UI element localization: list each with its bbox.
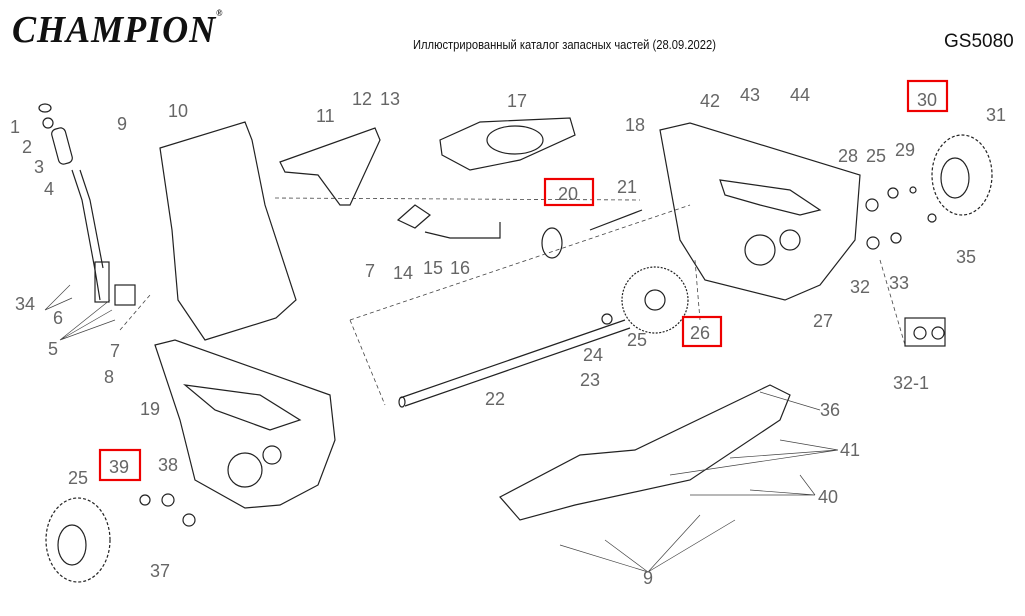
part-label-13: 13 xyxy=(380,89,400,109)
part-label-19: 19 xyxy=(140,399,160,419)
part-label-15: 15 xyxy=(423,258,443,278)
part-label-24: 24 xyxy=(583,345,603,365)
part-label-9b: 9 xyxy=(643,568,653,588)
part-label-16: 16 xyxy=(450,258,470,278)
part-label-28: 28 xyxy=(838,146,858,166)
part-label-25c: 25 xyxy=(68,468,88,488)
panel-27 xyxy=(659,122,861,301)
part-label-2: 2 xyxy=(22,137,32,157)
part-label-25: 25 xyxy=(866,146,886,166)
registered-mark: ® xyxy=(216,8,224,18)
pulley-20 xyxy=(541,227,563,259)
part-label-1: 1 xyxy=(10,117,20,137)
part-label-9: 9 xyxy=(117,114,127,134)
part-label-6: 6 xyxy=(53,308,63,328)
part-label-31: 31 xyxy=(986,105,1006,125)
part-label-34: 34 xyxy=(15,294,35,314)
part-label-25b: 25 xyxy=(627,330,647,350)
part-label-4: 4 xyxy=(44,179,54,199)
wheel-left xyxy=(45,497,111,583)
bracket-11 xyxy=(279,127,381,206)
part-label-20: 20 xyxy=(558,184,578,204)
highlight-box-30 xyxy=(906,79,949,113)
part-label-35: 35 xyxy=(956,247,976,267)
part-label-23: 23 xyxy=(580,370,600,390)
shaft-22 xyxy=(399,319,631,407)
part-label-40: 40 xyxy=(818,487,838,507)
part-label-43: 43 xyxy=(740,85,760,105)
part-label-38: 38 xyxy=(158,455,178,475)
part-label-32-1: 32-1 xyxy=(893,373,929,393)
part-label-18: 18 xyxy=(625,115,645,135)
part-label-10: 10 xyxy=(168,101,188,121)
part-label-36: 36 xyxy=(820,400,840,420)
part-label-22: 22 xyxy=(485,389,505,409)
wheel-30 xyxy=(931,134,993,216)
part-label-12: 12 xyxy=(352,89,372,109)
part-label-33: 33 xyxy=(889,273,909,293)
part-label-14: 14 xyxy=(393,263,413,283)
shift-lever xyxy=(38,103,136,306)
panel-19 xyxy=(154,339,336,509)
part-label-7: 7 xyxy=(110,341,120,361)
brand-name: CHAMPION xyxy=(12,9,217,51)
part-label-29: 29 xyxy=(895,140,915,160)
part-label-8: 8 xyxy=(104,367,114,387)
highlight-box-20 xyxy=(543,177,595,207)
bottom-plate-36 xyxy=(499,384,791,521)
part-label-21: 21 xyxy=(617,177,637,197)
part-label-26: 26 xyxy=(690,323,710,343)
plate-17 xyxy=(439,117,576,171)
catalog-subtitle: Иллюстрированный каталог запасных частей… xyxy=(413,37,716,52)
gear-26 xyxy=(621,266,689,334)
part-label-30: 30 xyxy=(917,90,937,110)
champion-logo: CHAMPION® xyxy=(12,8,224,52)
part-label-42: 42 xyxy=(700,91,720,111)
highlight-box-26 xyxy=(681,315,723,348)
model-number: GS5080 xyxy=(944,31,1014,52)
part-label-32: 32 xyxy=(850,277,870,297)
highlight-box-39 xyxy=(98,448,142,482)
part-label-11: 11 xyxy=(316,106,335,126)
part-label-5: 5 xyxy=(48,339,58,359)
panel-10 xyxy=(159,121,297,341)
part-label-17: 17 xyxy=(507,91,527,111)
part-label-27: 27 xyxy=(813,311,833,331)
part-label-37: 37 xyxy=(150,561,170,581)
part-label-39: 39 xyxy=(109,457,129,477)
part-label-3: 3 xyxy=(34,157,44,177)
part-label-7b: 7 xyxy=(365,261,375,281)
part-label-41: 41 xyxy=(840,440,860,460)
part-label-44: 44 xyxy=(790,85,810,105)
